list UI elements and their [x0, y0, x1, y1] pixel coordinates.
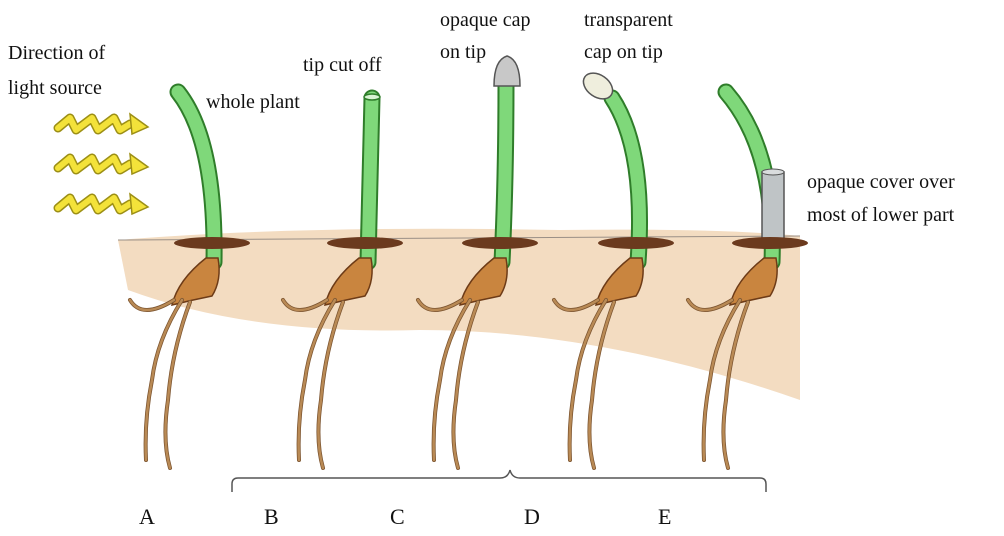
- plant-e-soil-mound: [732, 237, 808, 249]
- light-arrow-1-head: [130, 114, 148, 134]
- plant-letter-c: C: [390, 505, 405, 529]
- light-arrow-3-head: [130, 194, 148, 214]
- opaque-cover-label-line1: opaque cover over: [807, 170, 955, 194]
- light-source-label-line2: light source: [8, 76, 102, 100]
- plant-c-soil-mound: [462, 237, 538, 249]
- plant-b-soil-mound: [327, 237, 403, 249]
- light-arrow-2-head: [130, 154, 148, 174]
- plant-e-cover-top: [762, 169, 784, 175]
- plant-c-stem: [502, 82, 506, 262]
- plant-e-opaque-cover: [762, 172, 784, 244]
- plant-letter-a: A: [139, 505, 155, 529]
- opaque-cap-label-line1: opaque cap: [440, 8, 531, 32]
- tip-cut-off-label: tip cut off: [303, 53, 382, 77]
- opaque-cover-label-line2: most of lower part: [807, 203, 954, 227]
- plant-letter-d: D: [524, 505, 540, 529]
- plant-b-cut-tip: [364, 94, 380, 100]
- opaque-cap-label-line2: on tip: [440, 40, 486, 64]
- plant-c-opaque-cap: [494, 56, 520, 86]
- light-source-label-line1: Direction of: [8, 41, 105, 65]
- whole-plant-label: whole plant: [206, 90, 300, 114]
- transparent-cap-label-line1: transparent: [584, 8, 673, 32]
- plant-a-soil-mound: [174, 237, 250, 249]
- plant-letter-e: E: [658, 505, 671, 529]
- plant-letter-b: B: [264, 505, 279, 529]
- transparent-cap-label-line2: cap on tip: [584, 40, 663, 64]
- plant-d-soil-mound: [598, 237, 674, 249]
- group-bracket: [232, 470, 766, 492]
